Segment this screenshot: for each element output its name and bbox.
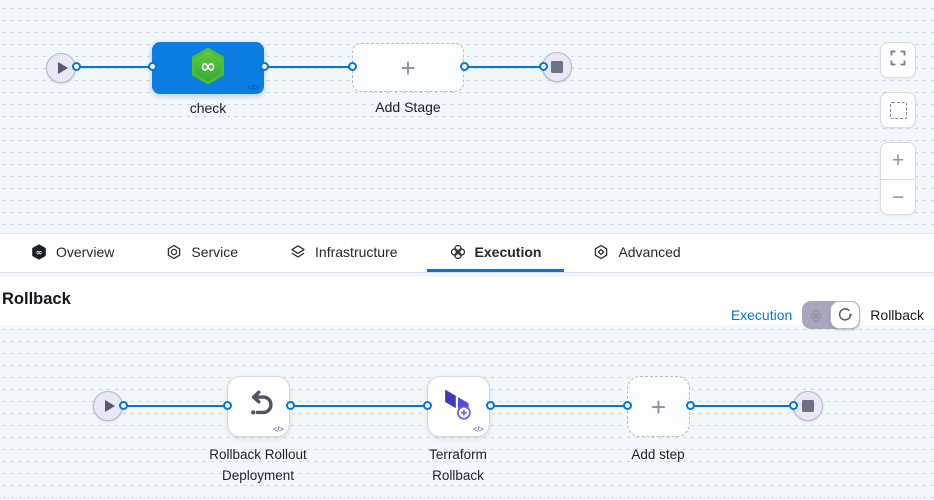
layers-icon: [290, 244, 306, 260]
connector-dot[interactable]: [460, 62, 469, 71]
section-title: Rollback: [2, 290, 71, 308]
tab-overview[interactable]: ∞ Overview: [8, 234, 137, 272]
zoom-controls: + −: [880, 142, 916, 215]
undo-icon: [243, 388, 275, 425]
connector-dot[interactable]: [789, 401, 798, 410]
connector-dot[interactable]: [623, 401, 632, 410]
fullscreen-button[interactable]: [880, 42, 916, 78]
rollback-canvas[interactable]: Rollback Execution Rollback: [0, 273, 934, 500]
connector-dot[interactable]: [486, 401, 495, 410]
tab-label: Service: [191, 243, 239, 260]
execution-rollback-toggle[interactable]: [802, 301, 861, 329]
execution-mode-link[interactable]: Execution: [730, 307, 793, 323]
toggle-thumb: [830, 301, 861, 329]
step-label: Rollback Rollout Deployment: [209, 447, 307, 483]
stage-node-check[interactable]: ∞ </>: [152, 42, 264, 94]
tab-label: Execution: [474, 243, 542, 260]
tab-label: Infrastructure: [315, 243, 398, 260]
connector-line: [76, 66, 152, 68]
play-icon: [104, 400, 115, 412]
rollback-mode-label: Rollback: [870, 307, 924, 323]
tab-label: Advanced: [618, 243, 681, 260]
tab-label: Overview: [56, 243, 115, 260]
mode-switch-group: Execution Rollback: [731, 301, 924, 329]
select-area-button[interactable]: [880, 92, 916, 128]
stop-icon: [551, 61, 563, 73]
code-icon: </>: [272, 425, 284, 434]
connector-line: [490, 405, 627, 407]
zoom-in-button[interactable]: +: [881, 143, 915, 179]
svg-text:∞: ∞: [36, 247, 43, 256]
hexagon-gear-icon: [593, 244, 609, 260]
connector-line: [123, 405, 227, 407]
connector-dot[interactable]: [223, 401, 232, 410]
flower-icon: [450, 244, 466, 260]
terraform-icon: [444, 388, 474, 425]
tab-service[interactable]: Service: [143, 234, 261, 272]
connector-dot[interactable]: [148, 62, 157, 71]
tab-infrastructure[interactable]: Infrastructure: [267, 234, 420, 272]
pipeline-start-node[interactable]: [46, 53, 76, 83]
connector-dot[interactable]: [686, 401, 695, 410]
connector-line: [690, 405, 793, 407]
connector-dot[interactable]: [72, 62, 81, 71]
rollback-end-node[interactable]: [793, 391, 823, 421]
add-stage-button[interactable]: +: [352, 43, 464, 92]
add-step-label: Add step: [631, 447, 685, 462]
code-icon: </>: [472, 425, 484, 434]
tab-execution[interactable]: Execution: [426, 234, 565, 272]
target-icon: [166, 244, 182, 260]
play-icon: [57, 62, 68, 74]
add-stage-label: Add Stage: [375, 99, 441, 115]
connector-dot[interactable]: [539, 62, 548, 71]
connector-dot[interactable]: [260, 62, 269, 71]
connector-dot[interactable]: [423, 401, 432, 410]
connector-line: [464, 66, 543, 68]
marquee-select-icon: [889, 101, 907, 119]
stage-label: check: [189, 100, 227, 116]
execution-mini-icon: [810, 309, 822, 327]
step-node-terraform-rollback[interactable]: </>: [427, 376, 490, 437]
step-label: Terraform Rollback: [429, 447, 487, 483]
connector-line: [264, 66, 352, 68]
connector-dot[interactable]: [119, 401, 128, 410]
plus-icon: +: [400, 52, 416, 83]
code-icon: </>: [247, 83, 259, 92]
zoom-out-button[interactable]: −: [881, 179, 915, 214]
step-node-rollback-rollout[interactable]: </>: [227, 376, 290, 437]
rollback-header: [0, 277, 934, 325]
harness-logo-icon: ∞: [188, 46, 228, 91]
svg-text:∞: ∞: [200, 55, 216, 77]
rollback-start-node[interactable]: [93, 391, 123, 421]
stop-icon: [802, 400, 814, 412]
stage-canvas[interactable]: ∞ </> check + Add Stage: [0, 0, 934, 233]
pipeline-tabbar: ∞ Overview Service Infrastructure: [0, 233, 934, 273]
plus-icon: +: [650, 391, 667, 422]
tab-advanced[interactable]: Advanced: [570, 234, 703, 272]
connector-dot[interactable]: [286, 401, 295, 410]
add-step-button[interactable]: +: [627, 376, 690, 437]
harness-logo-icon: ∞: [31, 243, 47, 260]
connector-line: [290, 405, 427, 407]
connector-dot[interactable]: [348, 62, 357, 71]
fullscreen-icon: [890, 50, 906, 71]
